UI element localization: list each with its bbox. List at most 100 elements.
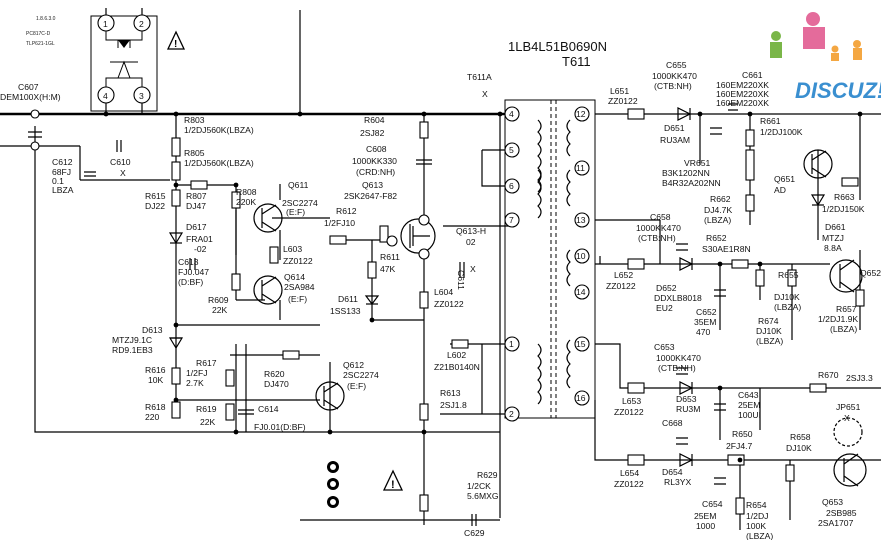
value-r655-2: (LBZA) (774, 302, 801, 312)
value-l602: Z21B0140N (434, 362, 480, 372)
value-r662-1: DJ4.7K (704, 205, 732, 215)
value-q613: 2SK2647-F82 (344, 191, 397, 201)
left-symbols (28, 109, 477, 526)
value-d653: RU3M (676, 404, 700, 414)
value-r654-2: 100K (746, 521, 766, 531)
value-r612: 1/2FJ10 (324, 218, 355, 228)
primary-pin-1 (504, 336, 520, 352)
value-r615: DJ22 (145, 201, 165, 211)
junction-dots (103, 111, 863, 463)
label-c629: C629 (464, 528, 485, 538)
label-d661: D661 (825, 222, 846, 232)
value-r650: 2FJ4.7 (726, 441, 752, 451)
value-l651: ZZ0122 (608, 96, 638, 106)
label-r615: R615 (145, 191, 166, 201)
label-r803: R803 (184, 115, 205, 125)
value-q614-2: (E:F) (288, 294, 307, 304)
label-d654: D654 (662, 467, 683, 477)
value-r618: 220 (145, 412, 160, 422)
label-vr651: VR651 (684, 158, 710, 168)
value-q653-2: 2SA1707 (818, 518, 854, 528)
value-r661: 1/2DJ100K (760, 127, 803, 137)
value-r807: DJ47 (186, 201, 206, 211)
main-wiring (0, 8, 881, 530)
label-r657: R657 (836, 304, 857, 314)
primary-pin-6 (504, 178, 520, 194)
label-d613: D613 (142, 325, 163, 335)
value-r629-1: 1/2CK (467, 481, 491, 491)
value-q611-1: 2SC2274 (282, 198, 318, 208)
value-c613-2: (D:BF) (178, 277, 203, 287)
label-r658: R658 (790, 432, 811, 442)
label-c653: C653 (654, 342, 675, 352)
value-r803: 1/2DJ560K(LBZA) (184, 125, 254, 135)
primary-pin-label: 7 (509, 215, 514, 225)
primary-pin-4 (504, 106, 520, 122)
label-d652: D652 (656, 283, 677, 293)
value-q651: AD (774, 185, 786, 195)
label-q612: Q612 (343, 360, 364, 370)
label-r611: R611 (380, 252, 400, 262)
value-c661-3: 160EM220XK (716, 98, 769, 108)
label-r652: R652 (706, 233, 727, 243)
corner-top-text: 1.8.6.3.0 (36, 16, 56, 22)
value-r654-1: 1/2DJ (746, 511, 768, 521)
value-vr651-1: B3K1202NN (662, 168, 710, 178)
value-r670: 2SJ3.3 (846, 373, 873, 383)
value-r619: 22K (200, 417, 216, 427)
secondary-pin-label: 16 (576, 393, 586, 403)
value-c608-1: 1000KK330 (352, 156, 397, 166)
component-labels: C607 DEM100X(H:M) C612 68FJ 0.1 LBZA C61… (0, 60, 881, 540)
label-q611: Q611 (288, 180, 309, 190)
value-c655-1: 1000KK470 (652, 71, 697, 81)
value-c611: X (470, 264, 476, 274)
label-r629: R629 (477, 470, 498, 480)
label-q613: Q613 (362, 180, 383, 190)
label-c652: C652 (696, 307, 717, 317)
label-r650: R650 (732, 429, 753, 439)
value-d617-1: FRA01 (186, 234, 213, 244)
secondary-pin-16 (574, 390, 590, 406)
value-d613-1: MTZJ9.1C (112, 335, 152, 345)
value-r808: 220K (236, 197, 256, 207)
value-r620: DJ470 (264, 379, 289, 389)
right-symbols (627, 103, 865, 515)
transformer-t611: 4 5 6 7 1 2 12 11 13 10 14 15 16 (504, 99, 596, 422)
label-c608: C608 (366, 144, 387, 154)
label-r654: R654 (746, 500, 767, 510)
value-l653: ZZ0122 (614, 407, 644, 417)
x-mark: X (482, 89, 488, 99)
secondary-pin-label: 13 (576, 215, 586, 225)
value-d652-1: DDXLB8018 (654, 293, 702, 303)
label-r674: R674 (758, 316, 779, 326)
value-r617-2: 2.7K (186, 378, 204, 388)
secondary-pin-label: 11 (576, 163, 585, 173)
secondary-pin-label: 12 (576, 109, 586, 119)
label-c611: C611 (456, 270, 466, 290)
label-d651: D651 (664, 123, 685, 133)
value-r658: DJ10K (786, 443, 812, 453)
value-d654: RL3YX (664, 477, 691, 487)
label-c614: C614 (258, 404, 279, 414)
value-l604: ZZ0122 (434, 299, 464, 309)
opto-pin-2: 2 (139, 19, 144, 29)
value-c614: FJ0.01(D:BF) (254, 422, 306, 432)
value-jp651: X (844, 413, 850, 423)
label-c655: C655 (666, 60, 687, 70)
secondary-pin-14 (574, 284, 590, 300)
value-c612-3: LBZA (52, 185, 74, 195)
value-r674-1: DJ10K (756, 326, 782, 336)
label-l602: L602 (447, 350, 466, 360)
primary-pin-label: 6 (509, 181, 514, 191)
label-jp651: JP651 (836, 402, 861, 412)
svg-text:!: ! (391, 479, 395, 491)
value-c658-2: (CTB:NH) (638, 233, 676, 243)
value-q612-1: 2SC2274 (343, 370, 379, 380)
value-d661-2: 8.8A (824, 243, 842, 253)
secondary-pin-label: 15 (576, 339, 586, 349)
label-c612: C612 (52, 157, 73, 167)
value-c643-2: 100UI (738, 410, 761, 420)
value-r805: 1/2DJ560K(LBZA) (184, 158, 254, 168)
secondary-pin-12 (574, 106, 590, 122)
value-c653-1: 1000KK470 (656, 353, 701, 363)
